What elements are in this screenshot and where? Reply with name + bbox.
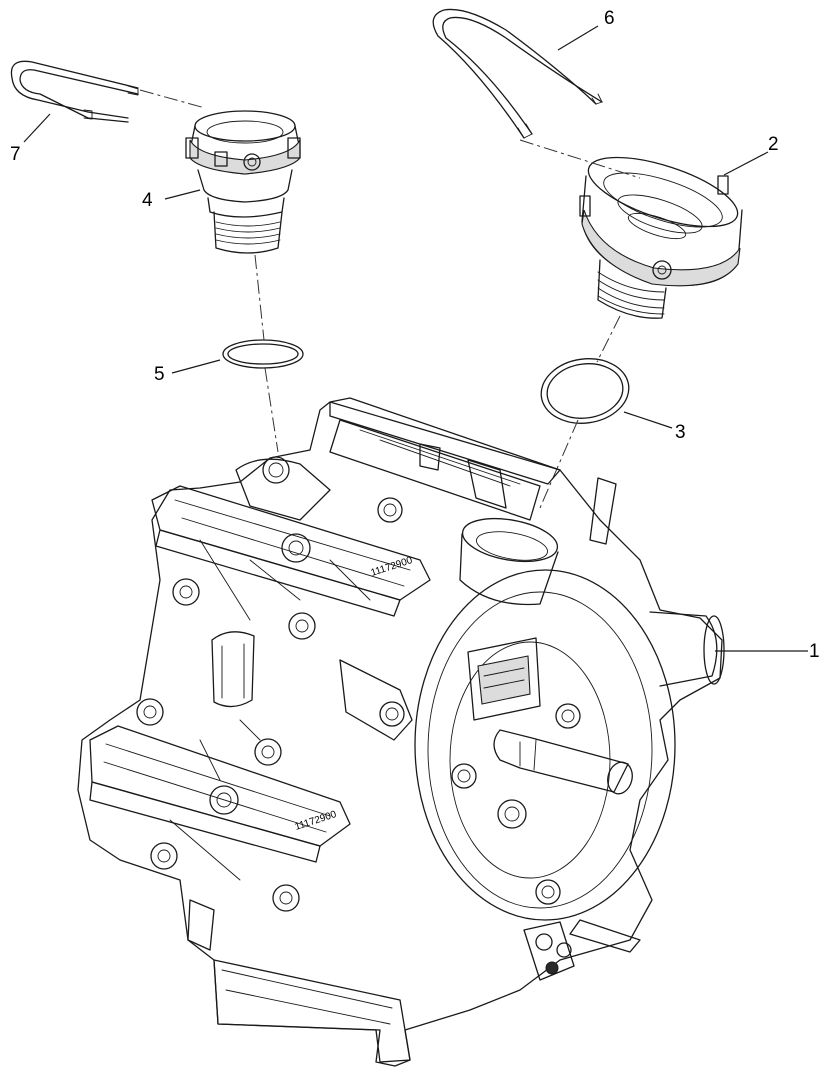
fitting-right xyxy=(579,156,743,319)
pump-body: 11172900 11172900 xyxy=(77,397,725,1067)
upper-part-stamp: 11172900 xyxy=(370,555,415,579)
assembly-centerlines xyxy=(139,89,641,509)
leader-lines xyxy=(23,25,808,652)
retaining-clip-left xyxy=(10,60,139,123)
callout-3: 3 xyxy=(675,422,686,443)
leader-3 xyxy=(623,411,673,429)
callout-2: 2 xyxy=(768,134,779,155)
o-ring-right xyxy=(540,358,630,424)
leader-7 xyxy=(23,113,51,143)
leader-5 xyxy=(171,359,221,374)
leader-4 xyxy=(164,189,201,200)
leader-2 xyxy=(723,151,769,176)
callout-4: 4 xyxy=(142,190,153,211)
callout-6: 6 xyxy=(604,8,615,29)
callout-5: 5 xyxy=(154,364,165,385)
callout-7: 7 xyxy=(10,144,21,165)
callout-1: 1 xyxy=(809,641,820,662)
retaining-clip-right xyxy=(432,8,603,139)
fitting-left xyxy=(185,110,301,254)
leader-6 xyxy=(557,25,599,51)
callout-labels: 1 2 3 4 5 6 7 xyxy=(10,8,820,662)
o-ring-left xyxy=(222,339,304,369)
